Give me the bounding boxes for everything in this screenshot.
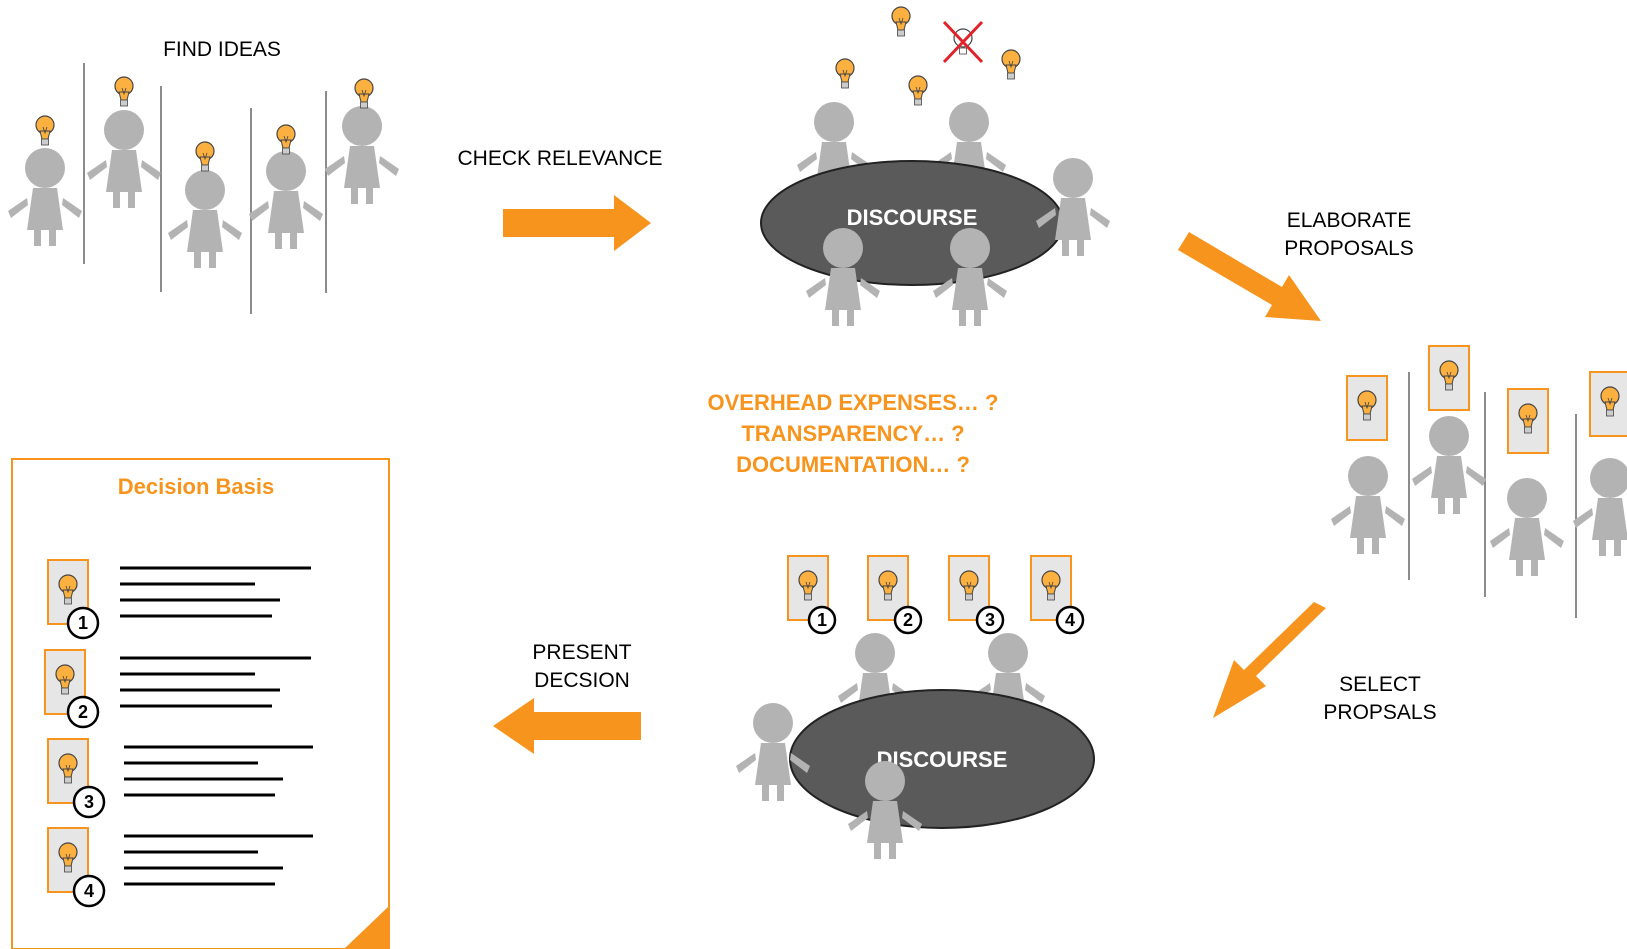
elaborate-proposals-label-1: ELABORATE	[1287, 209, 1411, 232]
discourse-top-label: DISCOURSE	[847, 205, 978, 230]
person-icon	[8, 148, 82, 246]
rejected-idea-icon	[942, 20, 984, 64]
arrow-down-right-icon	[1178, 232, 1321, 321]
lightbulb-icon	[891, 6, 911, 37]
discourse-table	[789, 689, 1095, 829]
lightbulb-card-icon	[1429, 346, 1469, 410]
question-overhead: OVERHEAD EXPENSES… ?	[708, 390, 999, 415]
proposal-number: 1	[817, 610, 827, 630]
person-icon	[249, 151, 323, 249]
person-icon	[325, 106, 399, 204]
document-item-number: 1	[78, 613, 88, 633]
find-ideas-label: FIND IDEAS	[163, 38, 281, 61]
select-proposals-label-2: PROPSALS	[1323, 701, 1436, 724]
text-lines	[120, 656, 311, 708]
decision-basis-document: Decision Basis 1 2 3	[11, 458, 390, 949]
check-relevance-label: CHECK RELEVANCE	[458, 147, 663, 170]
lightbulb-card-icon	[1508, 389, 1548, 453]
text-lines	[124, 745, 313, 797]
lightbulb-card-icon	[1347, 376, 1387, 440]
proposal-number: 2	[903, 610, 913, 630]
arrow-right-icon	[503, 195, 651, 251]
question-documentation: DOCUMENTATION… ?	[736, 452, 970, 477]
question-transparency: TRANSPARENCY… ?	[741, 421, 964, 446]
lightbulb-icon	[835, 58, 855, 89]
proposal-number: 3	[985, 610, 995, 630]
document-item-number: 4	[84, 881, 94, 901]
person-icon	[1573, 458, 1627, 556]
lightbulb-icon	[35, 115, 55, 146]
discourse-bottom-group: 1 2 3 4 DISCOURSE	[736, 556, 1095, 859]
person-icon	[87, 110, 161, 208]
person-icon	[1412, 416, 1486, 514]
arrow-down-left-icon	[1213, 602, 1326, 718]
document-item-number: 2	[78, 702, 88, 722]
person-icon	[1490, 478, 1564, 576]
lightbulb-icon	[195, 141, 215, 172]
lightbulb-icon	[276, 124, 296, 155]
text-lines	[124, 834, 313, 886]
find-ideas-people	[8, 106, 399, 268]
proposal-number: 4	[1065, 610, 1075, 630]
elaborate-proposals-label-2: PROPOSALS	[1284, 237, 1414, 260]
proposal-cards	[1347, 346, 1627, 453]
lightbulb-icon	[1001, 49, 1021, 80]
select-proposals-label-1: SELECT	[1339, 673, 1421, 696]
arrow-left-icon	[493, 698, 641, 754]
lightbulb-card-icon	[1590, 372, 1627, 436]
present-decision-label-2: DECSION	[534, 669, 630, 692]
lightbulb-icon	[114, 76, 134, 107]
proposal-cubicles	[1408, 372, 1577, 618]
lightbulb-icon	[908, 75, 928, 106]
find-ideas-cubicles	[83, 63, 327, 314]
page-corner-icon	[344, 906, 389, 949]
discourse-top-group: DISCOURSE	[760, 6, 1110, 326]
person-icon	[168, 170, 242, 268]
document-title: Decision Basis	[118, 474, 275, 499]
present-decision-label-1: PRESENT	[532, 641, 631, 664]
person-icon	[1331, 456, 1405, 554]
document-item-number: 3	[84, 792, 94, 812]
find-ideas-bulbs	[35, 76, 374, 172]
text-lines	[120, 566, 311, 618]
lightbulb-icon	[354, 78, 374, 109]
